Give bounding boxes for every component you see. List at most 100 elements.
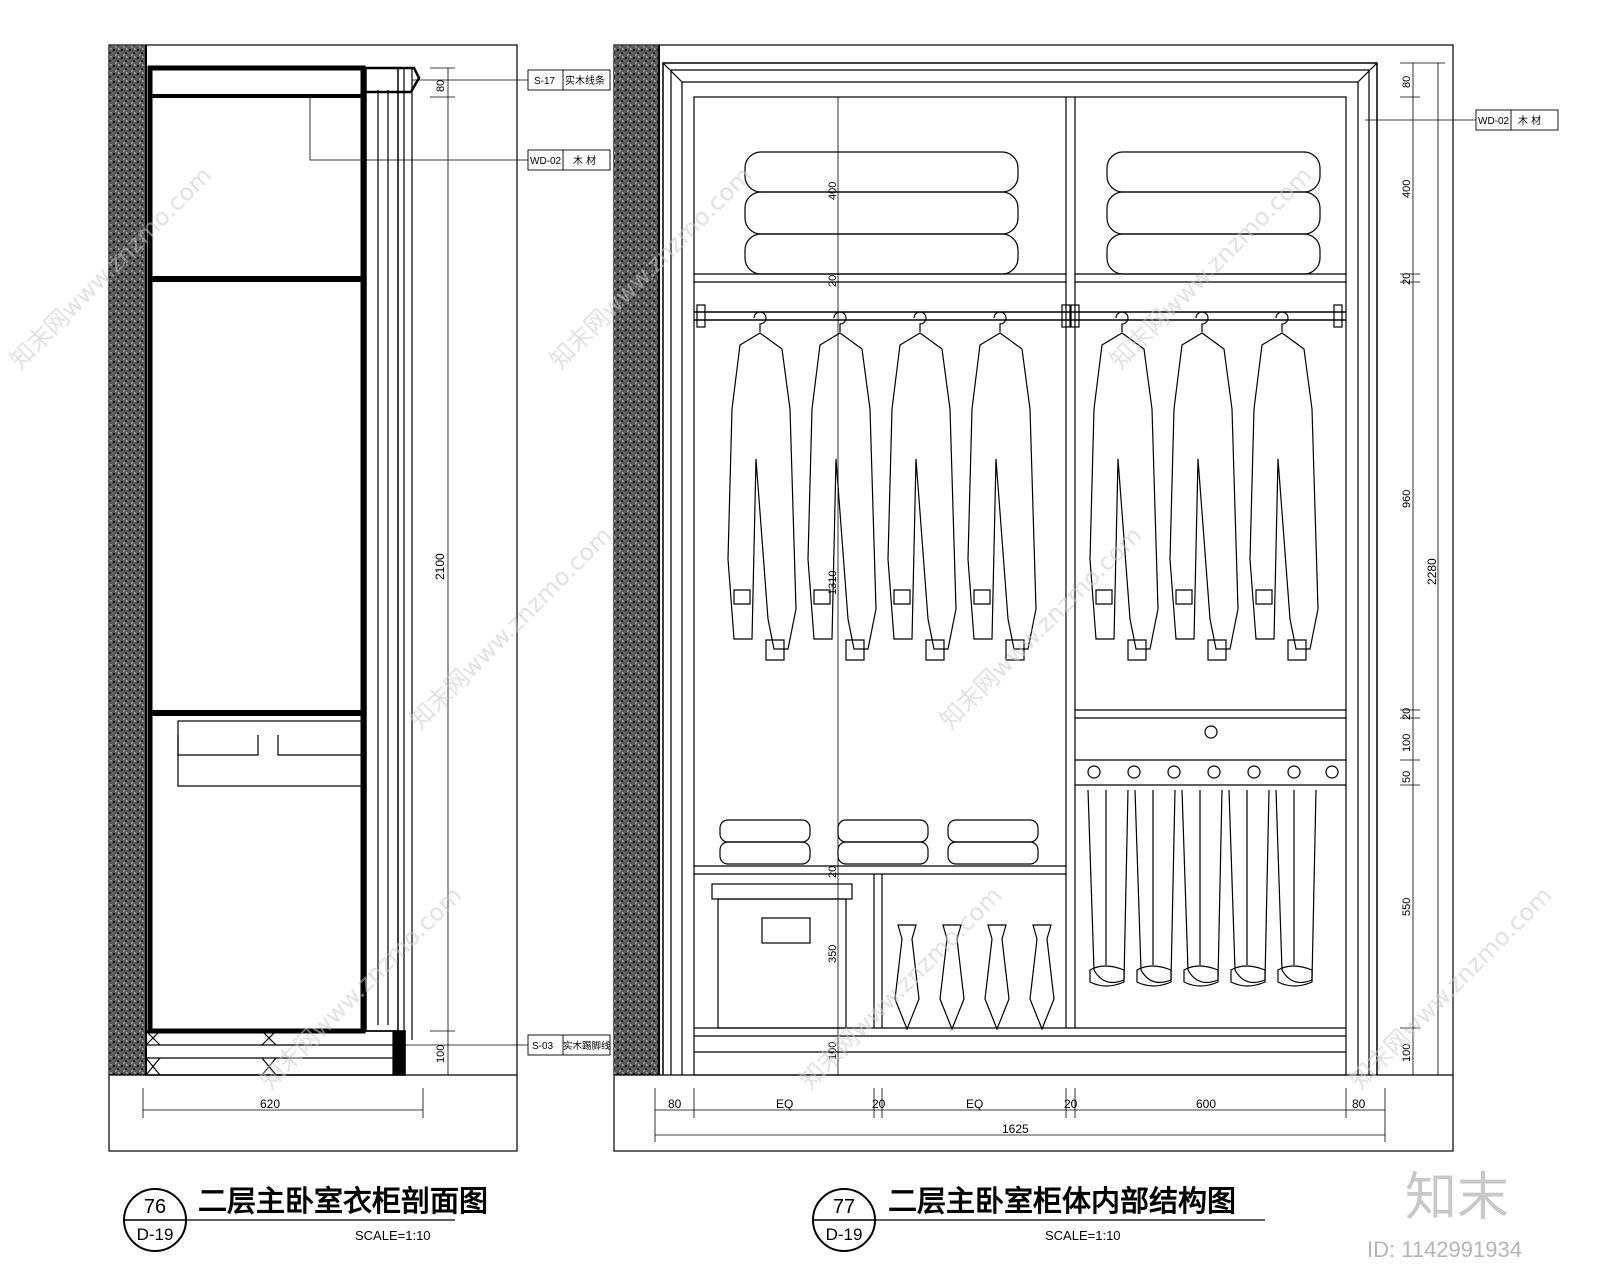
dim-right: 20 <box>1401 273 1413 285</box>
view-scale: SCALE=1:10 <box>355 1228 431 1243</box>
dim-right: 80 <box>1401 76 1413 88</box>
trousers <box>1181 789 1223 987</box>
shirt-on-hanger <box>967 311 1037 661</box>
watermark-id: ID: 1142991934 <box>1367 1237 1522 1262</box>
view-title: 二层主卧室柜体内部结构图 <box>888 1184 1236 1218</box>
tag-code: S-17 <box>534 76 556 87</box>
dim-bottom: 20 <box>1064 1097 1078 1111</box>
view-title: 二层主卧室衣柜剖面图 <box>198 1184 488 1218</box>
dim-right: 50 <box>1401 771 1413 783</box>
rail-bracket <box>696 304 706 328</box>
hanging-shirts <box>727 311 1319 661</box>
watermark-layer: 知末网www.znzmo.com 知末网www.znzmo.com 知末网www… <box>4 161 1557 1094</box>
tag-code: S-03 <box>532 1041 554 1052</box>
rack-knob <box>1247 765 1261 779</box>
skirting-section <box>392 1030 406 1076</box>
shirt-on-hanger <box>807 311 877 661</box>
dim-total-height: 2280 <box>1425 558 1439 585</box>
plinth-cross-marks <box>145 1030 277 1076</box>
tag-code: WD-02 <box>1478 116 1510 127</box>
right-wall-hatch <box>614 45 659 1075</box>
dim-height: 2100 <box>433 553 447 580</box>
shirt-on-hanger <box>1169 311 1239 661</box>
dim-width: 620 <box>260 1097 280 1111</box>
dim-top: 80 <box>435 80 447 92</box>
left-wall-hatch <box>109 45 146 1075</box>
rack-knob <box>1207 765 1221 779</box>
right-frame <box>613 44 1454 1152</box>
left-section-view <box>108 44 611 1152</box>
shirt-on-hanger <box>727 311 797 661</box>
dim-right: 100 <box>1401 734 1413 752</box>
trousers <box>1087 789 1129 987</box>
view-number: 77 <box>833 1196 855 1218</box>
tag-text: 实木线条 <box>565 74 605 87</box>
tag-box-wd02 <box>1475 109 1559 131</box>
rail-bracket <box>1070 304 1080 328</box>
cabinet-carcass <box>693 96 1347 1076</box>
tag-box-wd02 <box>527 149 611 171</box>
rack-knob <box>1325 765 1339 779</box>
rail-bracket <box>1061 304 1071 328</box>
leader-line <box>309 97 528 161</box>
dim-bottom: EQ <box>966 1097 983 1111</box>
door-section <box>365 67 399 1032</box>
tag-text: 木 材 <box>1518 114 1541 127</box>
watermark-text: 知末网www.znzmo.com <box>1104 161 1317 374</box>
moulding-outer <box>662 62 1378 1075</box>
tag-text: 木 材 <box>573 154 596 167</box>
tag-box-s17 <box>527 69 611 91</box>
folded-clothes-stacks <box>719 819 1039 865</box>
dim-right: 960 <box>1401 490 1413 508</box>
dim-inner: 20 <box>827 866 839 878</box>
shirt-on-hanger <box>1249 311 1319 661</box>
rail-bracket <box>1333 304 1343 328</box>
moulding-inner <box>681 81 1359 1075</box>
folded-blankets-left <box>744 151 1019 275</box>
dim-right: 550 <box>1401 898 1413 916</box>
view-number: 76 <box>144 1196 166 1218</box>
dim-bottom: 80 <box>668 1097 682 1111</box>
shirt-on-hanger <box>1089 311 1159 661</box>
watermark-logo: 知末 <box>1405 1168 1509 1228</box>
view-sheet: D-19 <box>826 1225 863 1244</box>
right-elevation-view <box>613 44 1559 1152</box>
trousers <box>1134 789 1176 987</box>
watermark-text: 知末网www.znzmo.com <box>404 521 617 734</box>
left-title-block <box>123 1188 455 1252</box>
trouser-rack-knobs <box>1087 765 1339 779</box>
trousers <box>1228 789 1270 987</box>
dim-total-width: 1625 <box>1002 1122 1029 1136</box>
drawer-box <box>177 720 364 787</box>
dim-right: 100 <box>1401 1044 1413 1062</box>
crown-molding <box>360 66 421 94</box>
trousers <box>1275 789 1317 987</box>
rack-knob <box>1167 765 1181 779</box>
dim-bottom: 20 <box>872 1097 886 1111</box>
dim-inner: 20 <box>827 275 839 287</box>
tag-text: 实木踢脚线 <box>563 1040 611 1052</box>
view-sheet: D-19 <box>137 1225 174 1244</box>
drawer-knob <box>1204 725 1218 739</box>
drawer-profile <box>177 735 363 756</box>
shirt-on-hanger <box>887 311 957 661</box>
tag-box-s03 <box>527 1034 611 1056</box>
view-scale: SCALE=1:10 <box>1045 1228 1121 1243</box>
rack-knob <box>1087 765 1101 779</box>
rack-knob <box>1287 765 1301 779</box>
dim-inner: 1310 <box>827 571 839 595</box>
right-title-block <box>812 1188 1265 1252</box>
watermark-text: 知末网www.znzmo.com <box>794 881 1007 1094</box>
top-cornice <box>148 66 365 98</box>
dim-bottom: 100 <box>435 1045 447 1063</box>
dim-right: 400 <box>1401 180 1413 198</box>
ties <box>894 924 1055 1031</box>
dim-right: 20 <box>1401 708 1413 720</box>
watermark-text: 知末网www.znzmo.com <box>934 521 1147 734</box>
folded-blankets-right <box>1106 151 1321 275</box>
dim-inner: 400 <box>827 182 839 200</box>
dim-bottom: 600 <box>1196 1097 1216 1111</box>
dim-bottom: 80 <box>1352 1097 1366 1111</box>
tag-code: WD-02 <box>530 156 562 167</box>
